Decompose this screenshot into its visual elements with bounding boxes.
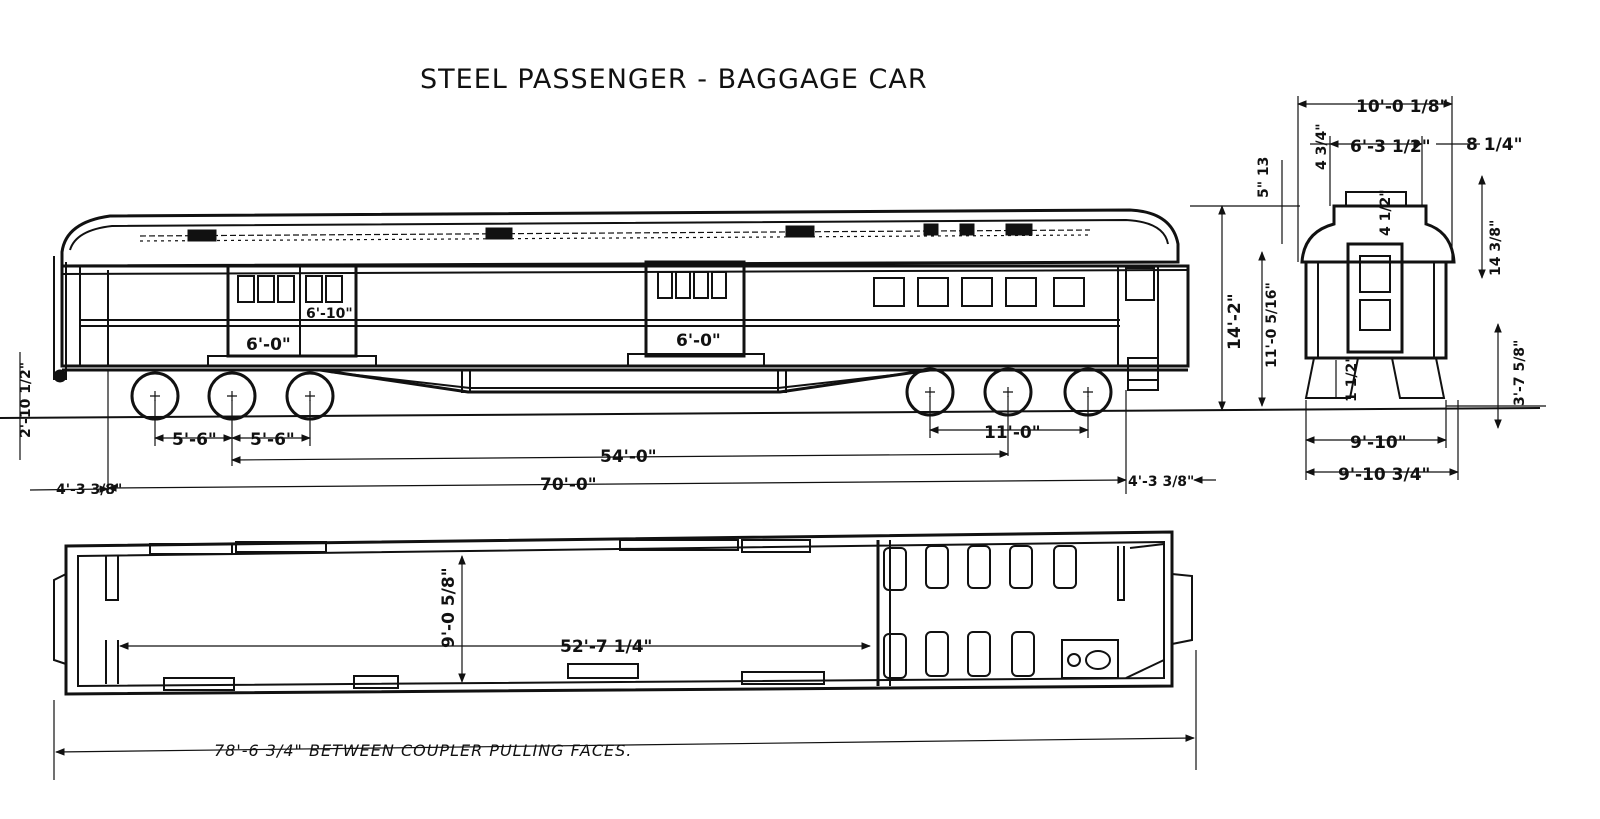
vestibule-steps <box>1127 357 1159 391</box>
floor-plan <box>53 530 1193 696</box>
width-over-sills-label: 9'-10" <box>1350 433 1407 453</box>
overhang-right-label: 4'-3 3/8" <box>1128 474 1194 490</box>
clerestory-width-label: 6'-3 1/2" <box>1350 137 1431 157</box>
door-width-right-label: 6'-0" <box>676 331 721 351</box>
wheelbase-labels: 5'-6" 5'-6" 11'-0" 54'-0" 70'-0" 4'-3 3/… <box>56 423 1194 498</box>
wheelbase-left-1-label: 5'-6" <box>172 430 217 450</box>
dim-e-label: 1 1/2" <box>1344 355 1360 402</box>
dim-c-label: 5" 13 <box>1256 157 1272 198</box>
drawing-title: STEEL PASSENGER - BAGGAGE CAR <box>420 64 928 95</box>
end-door-window <box>1125 267 1155 301</box>
baggage-door-right <box>627 260 765 367</box>
side-elevation <box>0 208 1541 421</box>
width-over-steps-label: 9'-10 3/4" <box>1338 465 1430 485</box>
end-body <box>1304 260 1448 360</box>
dim-d-label: 4 1/2" <box>1378 189 1394 236</box>
truck-wheels-right <box>905 367 1113 417</box>
toilet-compartment <box>1061 543 1165 679</box>
side-dimension-lines <box>19 205 1300 494</box>
overall-length-note: 78'-6 3/4" BETWEEN COUPLER PULLING FACES… <box>214 741 632 760</box>
end-steps <box>1304 357 1446 399</box>
car-roof <box>60 208 1180 268</box>
wheelbase-right-label: 11'-0" <box>984 423 1041 443</box>
floor-to-roof-label: 11'-0 5/16" <box>1264 282 1280 368</box>
end-elevation <box>1300 191 1456 399</box>
passenger-seats <box>883 545 1077 679</box>
end-door <box>1346 242 1404 354</box>
clerestory-height-label: 14 3/8" <box>1488 220 1504 276</box>
floor-plan-outline <box>64 530 1174 696</box>
dim-b-label: 8 1/4" <box>1466 135 1522 155</box>
height-over-roof-label: 14'-2" <box>1225 293 1245 350</box>
passenger-windows <box>873 277 1085 307</box>
length-over-body-label: 70'-0" <box>540 475 597 495</box>
door-height-label: 6'-10" <box>306 306 353 322</box>
car-body-side <box>60 264 1190 368</box>
baggage-door-left <box>207 264 377 367</box>
baggage-length-label: 52'-7 1/4" <box>560 637 652 657</box>
side-dimension-labels: 6'-0" 6'-10" 6'-0" 2'-10 1/2" 14'-2" 11'… <box>18 282 1280 438</box>
door-width-left-label: 6'-0" <box>246 335 291 355</box>
end-dimension-lines <box>1281 96 1546 480</box>
coupler-left <box>53 369 67 383</box>
inside-width-label: 9'-0 5/8" <box>439 567 459 648</box>
floor-plan-dimensions: 9'-0 5/8" 52'-7 1/4" 78'-6 3/4" BETWEEN … <box>53 555 1197 780</box>
coupler-height-label: 2'-10 1/2" <box>18 362 34 438</box>
truck-centers-label: 54'-0" <box>600 447 657 467</box>
wheelbase-left-2-label: 5'-6" <box>250 430 295 450</box>
end-dimension-labels: 10'-0 1/8" 6'-3 1/2" 4 3/4" 8 1/4" 5" 13… <box>1256 97 1528 485</box>
step-height-label: 3'-7 5/8" <box>1512 340 1528 406</box>
roof-vent-strip <box>139 223 1091 242</box>
rail-line <box>0 407 1541 419</box>
side-door-openings <box>149 539 825 691</box>
width-over-eaves-label: 10'-0 1/8" <box>1356 97 1448 117</box>
overhang-left-label: 4'-3 3/8" <box>56 482 122 498</box>
dim-a-label: 4 3/4" <box>1314 123 1330 170</box>
